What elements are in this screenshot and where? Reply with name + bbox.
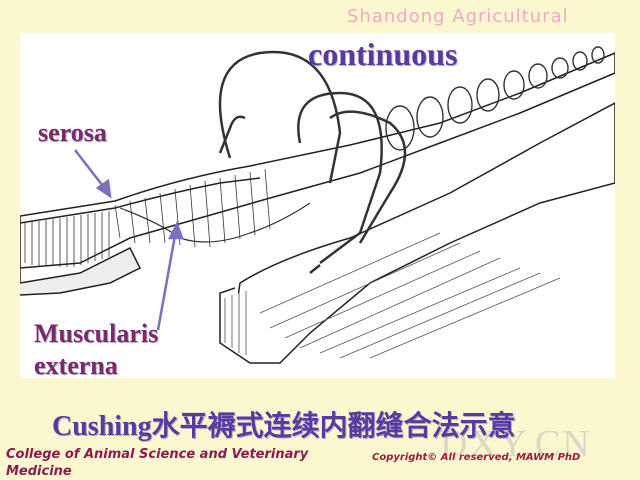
serosa-label: serosa — [38, 118, 107, 147]
muscularis-arrow — [156, 229, 178, 331]
footer-college: College of Animal Science and Veterinary… — [6, 447, 309, 479]
watermark: DXY.CN — [440, 423, 592, 465]
muscularis-label-line2: externa — [34, 351, 118, 380]
serosa-arrow — [74, 149, 107, 191]
muscularis-label-line1: Muscularis — [34, 319, 159, 348]
suture-coils — [385, 46, 605, 151]
header-institution: Shandong Agricultural — [347, 6, 569, 27]
tissue-left — [19, 51, 616, 296]
figure-caption: Cushing水平褥式连续内翻缝合法示意 — [52, 411, 516, 442]
suture-drawing — [19, 46, 616, 364]
suture-illustration — [19, 33, 616, 378]
tissue-lines — [224, 232, 561, 359]
continuous-label: continuous — [308, 36, 458, 72]
suture-thread — [218, 50, 407, 274]
muscle-hatch — [24, 168, 311, 267]
muscularis-label: Muscularis externa — [34, 318, 158, 382]
tissue-right — [219, 101, 616, 364]
footer-copyright: Copyright© All reserved, MAWM PhD — [372, 452, 581, 463]
